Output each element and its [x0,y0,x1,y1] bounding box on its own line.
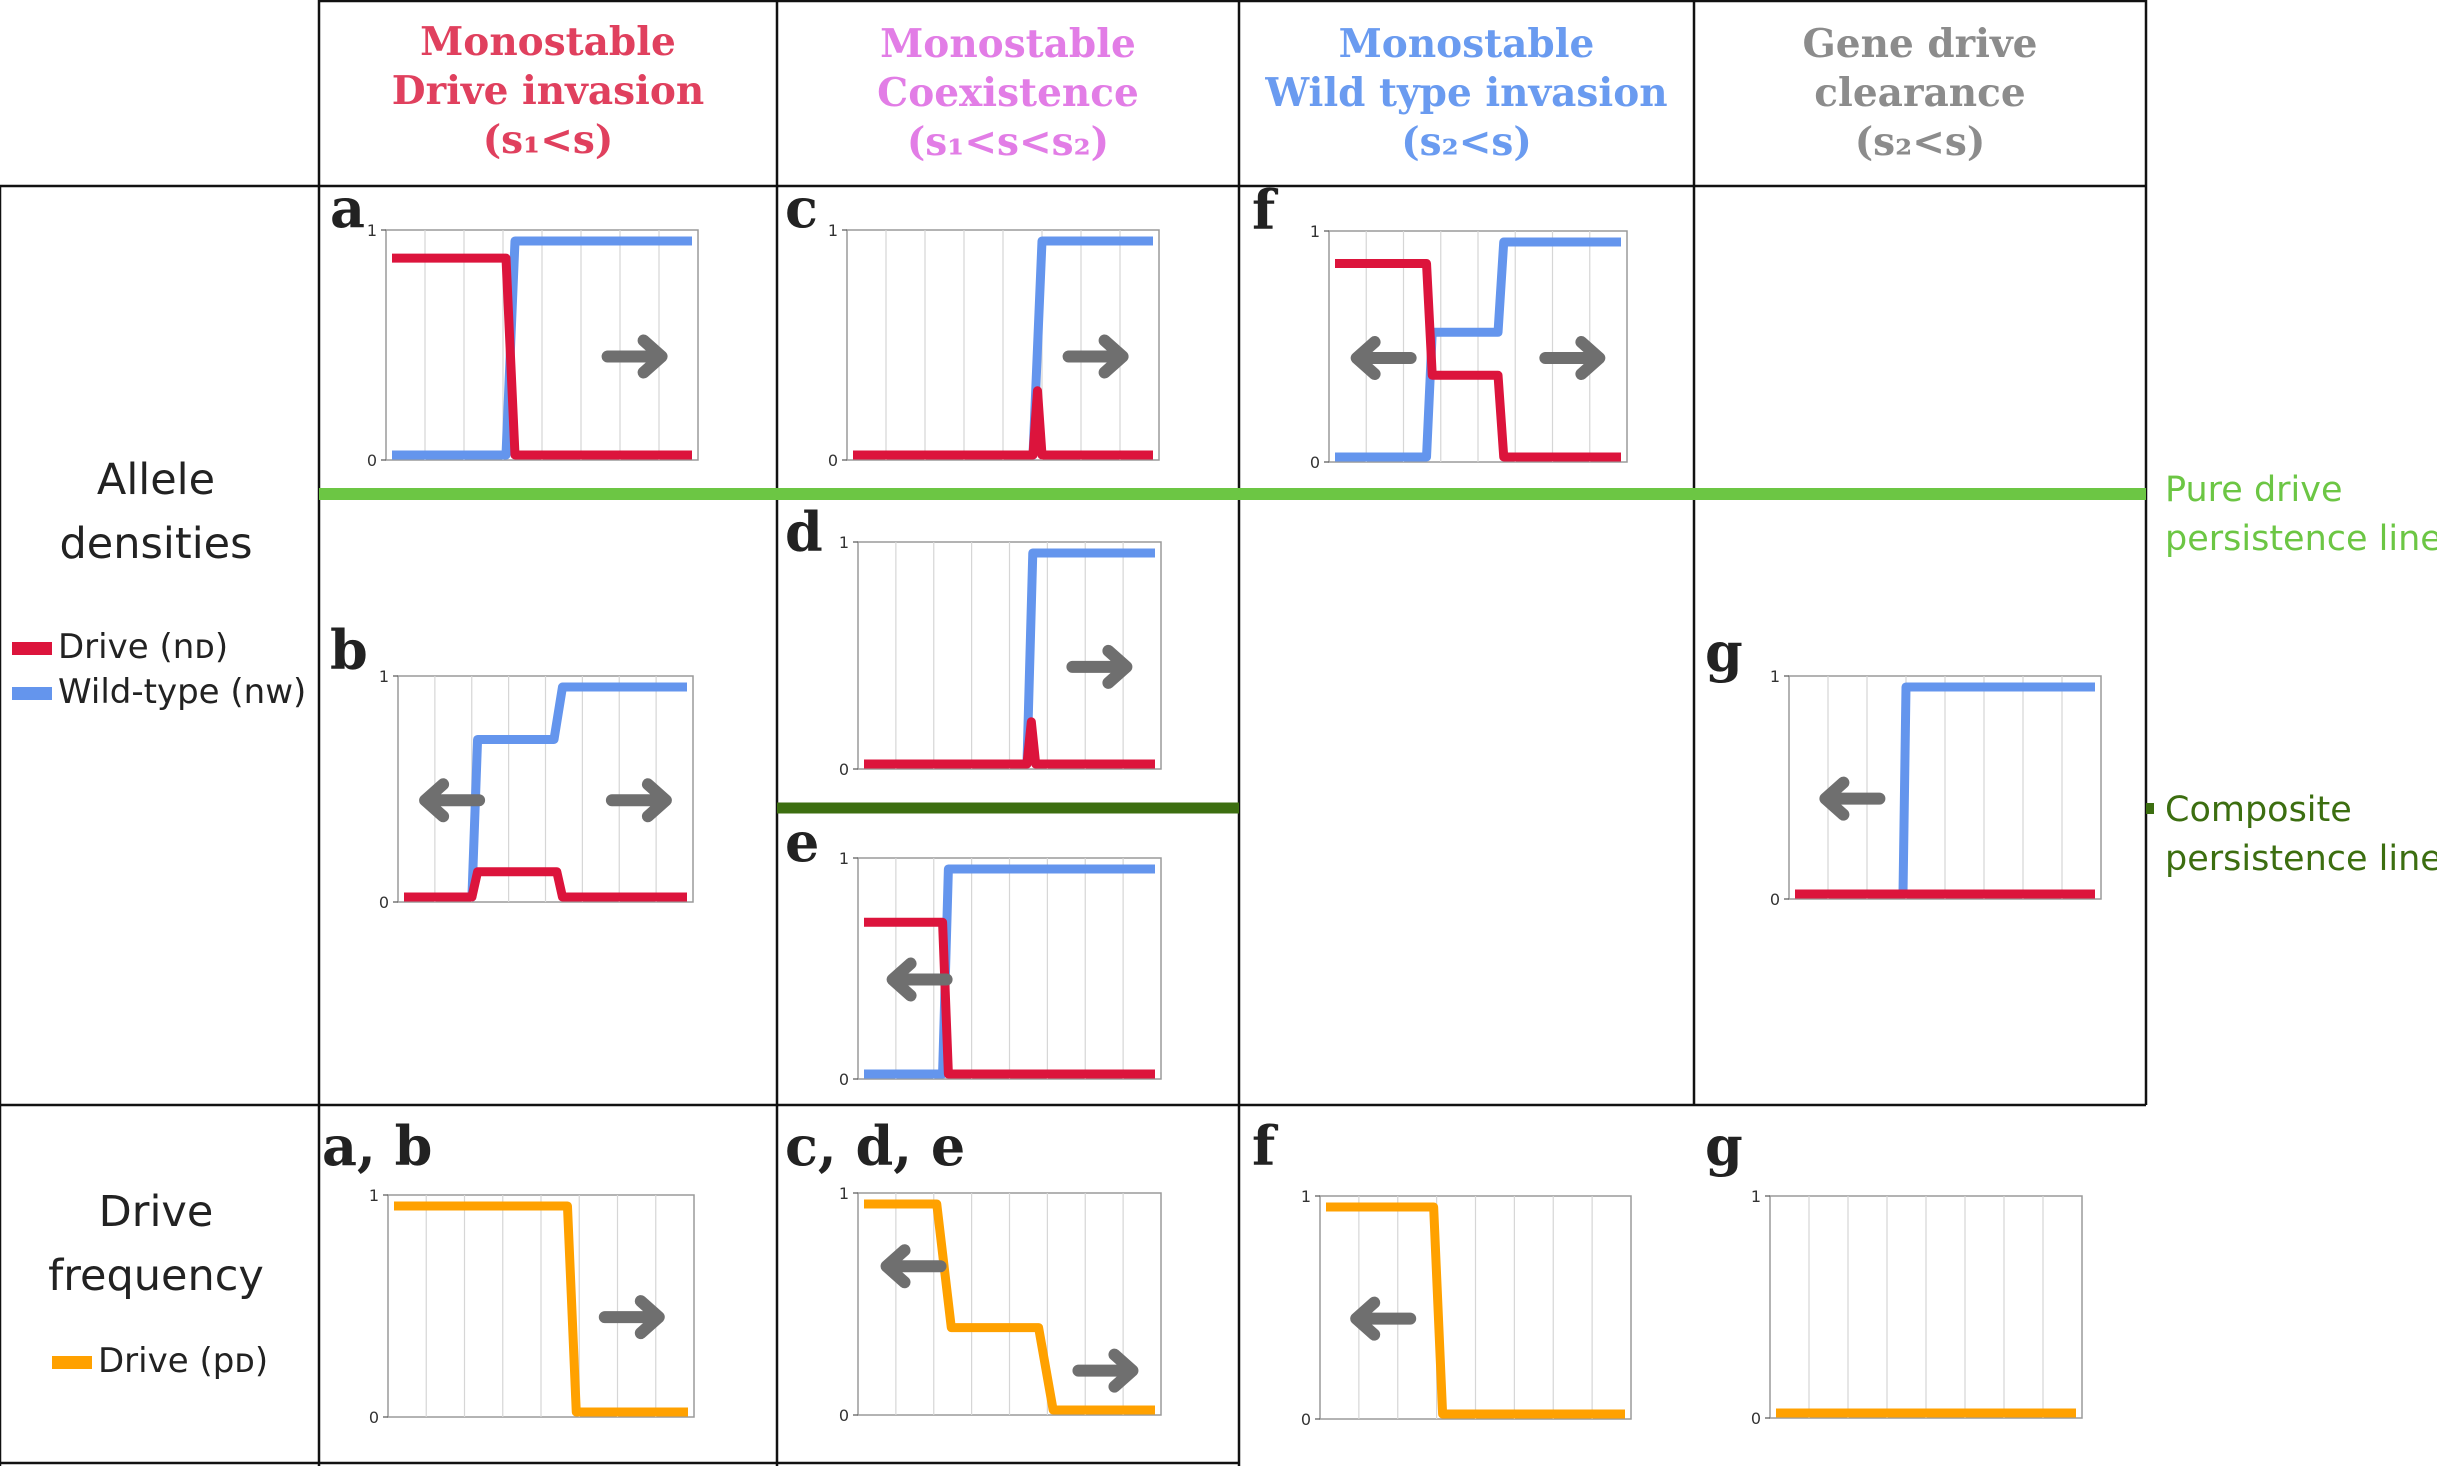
legend-drive-swatch [12,642,52,655]
y-tick-label: 1 [839,533,849,552]
series-line-drive [392,253,692,460]
right-arrow-icon [1072,1348,1139,1393]
panel-label-a: a [330,176,365,240]
panel-label-ab: a, b [322,1114,433,1178]
left-arrow-icon [880,1244,947,1289]
y-tick-label: 0 [1310,453,1320,472]
left-arrow-icon [886,957,953,1002]
right-arrow-icon [1062,334,1129,379]
y-tick-label: 0 [839,1406,849,1425]
right-arrow-icon [605,778,672,823]
legend-wildtype-swatch [12,687,52,700]
header-gene-drive-clearance: Gene drive clearance (s₂<s) [1802,21,2038,165]
header-drive-invasion: Monostable Drive invasion (s₁<s) [391,19,705,163]
chart-g: 10 [1770,667,2102,909]
chart-f2: 10 [1301,1187,1632,1429]
y-tick-label: 1 [828,221,838,240]
left-arrow-icon [1819,776,1886,821]
panel-label-g2: g [1705,1114,1743,1178]
panel-label-e: e [785,810,820,874]
y-tick-label: 0 [369,1408,379,1427]
series-line-drive-frequency [394,1201,688,1417]
right-arrow-icon [1539,336,1606,381]
composite-persistence-label: Composite persistence line [2165,790,2437,879]
legend-drive: Drive (nᴅ) [12,627,228,667]
panel-label-d: d [785,500,823,564]
y-tick-label: 1 [379,667,389,686]
y-tick-label: 0 [1301,1410,1311,1429]
legend-wildtype: Wild-type (nᴡ) [12,672,306,712]
y-tick-label: 1 [839,849,849,868]
left-arrow-icon [1350,336,1417,381]
header-wildtype-invasion: Monostable Wild type invasion (s₂<s) [1265,21,1668,165]
row-label-allele-densities: Allele densities [59,455,253,569]
left-arrow-icon [419,778,486,823]
series-line-drive [853,386,1153,460]
panel-label-c: c [785,176,818,240]
row-label-drive-frequency: Drive frequency [48,1187,264,1301]
series-line-drive [864,717,1155,769]
chart-ab: 10 [369,1186,695,1427]
right-arrow-icon [598,1295,665,1340]
right-arrow-icon [1066,644,1133,689]
chart-f: 10 [839,849,1162,1089]
y-tick-label: 0 [1751,1409,1761,1428]
series-line-wildtype [1335,237,1621,462]
y-tick-label: 0 [1770,890,1780,909]
header-coexistence: Monostable Coexistence (s₁<s<s₂) [877,21,1139,165]
legend-frequency: Drive (pᴅ) [52,1341,268,1381]
chart-b: 10 [828,221,1160,470]
y-tick-label: 1 [1310,222,1320,241]
panel-label-b: b [330,618,368,682]
series-line-drive [404,867,687,902]
series-line-drive-frequency [1326,1202,1625,1419]
y-tick-label: 1 [1751,1187,1761,1206]
y-tick-label: 0 [839,1070,849,1089]
y-tick-label: 0 [379,893,389,912]
pure-drive-persistence-label: Pure drive persistence line [2165,470,2437,559]
left-arrow-icon [1350,1296,1417,1341]
panel-label-cde: c, d, e [785,1114,966,1178]
y-tick-label: 1 [369,1186,379,1205]
series-line-drive [864,917,1155,1079]
y-tick-label: 0 [828,451,838,470]
y-tick-label: 1 [367,221,377,240]
panel-label-f: f [1252,178,1276,242]
y-tick-label: 1 [1770,667,1780,686]
chart-a: 10 [367,221,699,470]
panel-label-g: g [1705,620,1743,684]
legend-frequency-swatch [52,1356,92,1369]
chart-cde: 10 [839,1184,1162,1425]
composite-line-marker [2146,803,2154,814]
series-line-drive-frequency [864,1199,1155,1415]
panel-label-f2: f [1252,1114,1276,1178]
y-tick-label: 0 [367,451,377,470]
y-tick-label: 1 [839,1184,849,1203]
chart-c: 10 [1310,222,1628,472]
chart-d: 10 [379,667,694,912]
y-tick-label: 0 [839,760,849,779]
chart-g2: 10 [1751,1187,2083,1428]
right-arrow-icon [601,334,668,379]
chart-e: 10 [839,533,1162,779]
y-tick-label: 1 [1301,1187,1311,1206]
series-line-drive [1335,259,1621,462]
